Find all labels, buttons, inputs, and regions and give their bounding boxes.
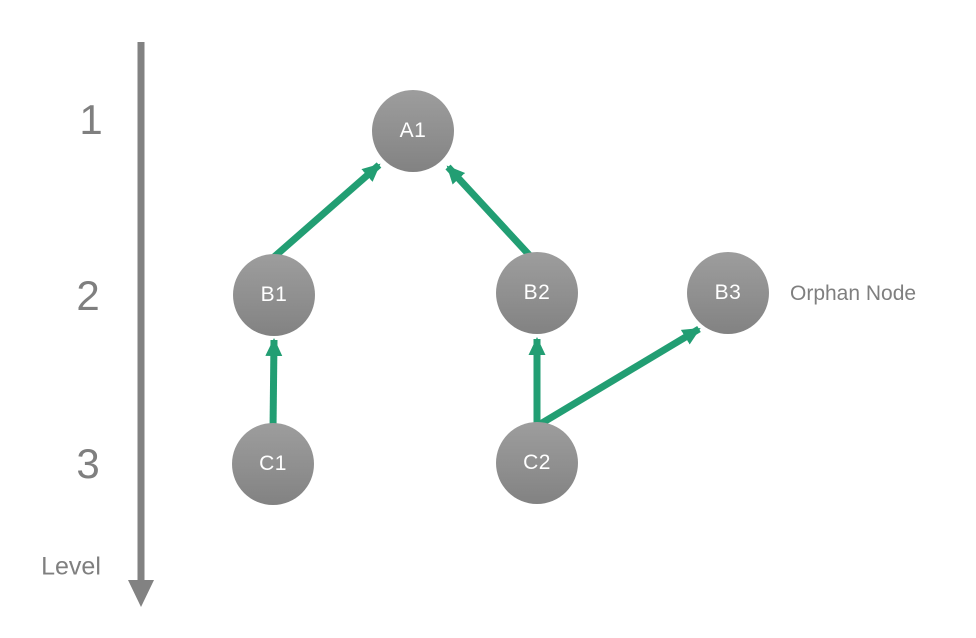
edge-c2-b3	[535, 325, 701, 430]
level-axis-arrowhead-icon	[128, 580, 154, 607]
node-label: B3	[714, 281, 742, 304]
orphan-node-annotation: Orphan Node	[790, 282, 917, 305]
level-tick-3: 3	[76, 440, 100, 487]
node-label: C2	[523, 451, 551, 474]
node-b3: B3	[687, 252, 769, 334]
edge-b2-a1	[445, 164, 535, 261]
node-b2: B2	[496, 252, 578, 334]
node-c2: C2	[496, 422, 578, 504]
node-a1: A1	[372, 90, 454, 172]
level-tick-2: 2	[76, 272, 100, 319]
node-label: B1	[260, 283, 288, 306]
node-label: A1	[399, 119, 427, 142]
level-axis-caption: Level	[41, 552, 101, 581]
level-tick-1: 1	[79, 96, 103, 143]
node-b1: B1	[233, 254, 315, 336]
node-label: C1	[259, 452, 287, 475]
node-c1: C1	[232, 423, 314, 505]
edge-c1-b1	[265, 338, 283, 431]
edge-b1-a1	[271, 162, 382, 260]
node-label: B2	[523, 281, 551, 304]
